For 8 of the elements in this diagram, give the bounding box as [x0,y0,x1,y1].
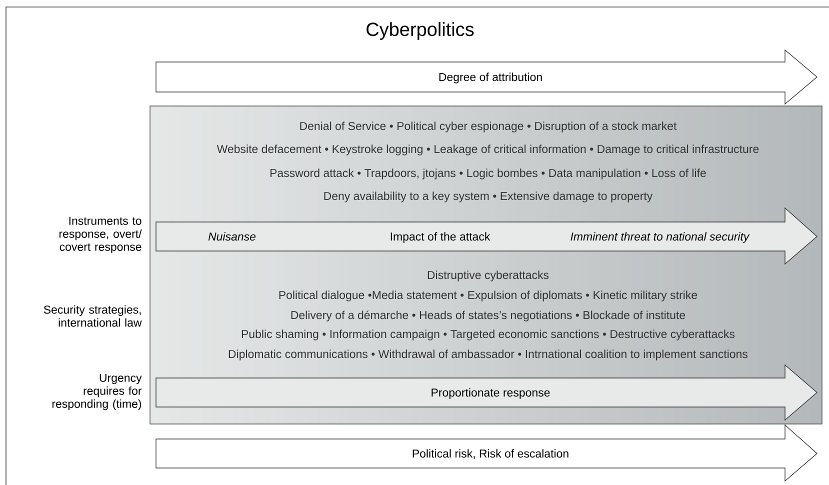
arrow-box: Proportionate response [156,364,818,421]
side-label: Urgency requires for responding (time) [52,374,142,410]
side-label: Instruments to response, overt/ covert response [59,216,142,254]
arrow-box: Degree of attribution [156,49,818,105]
arrow-box: Political risk, Risk of escalation [156,424,818,482]
title: Cyberpolitics [366,22,474,40]
side-label: Security strategies, international law [44,305,142,327]
arrow-box: Nuisanse Impact of the attack Imminent threat to national security [156,207,818,265]
